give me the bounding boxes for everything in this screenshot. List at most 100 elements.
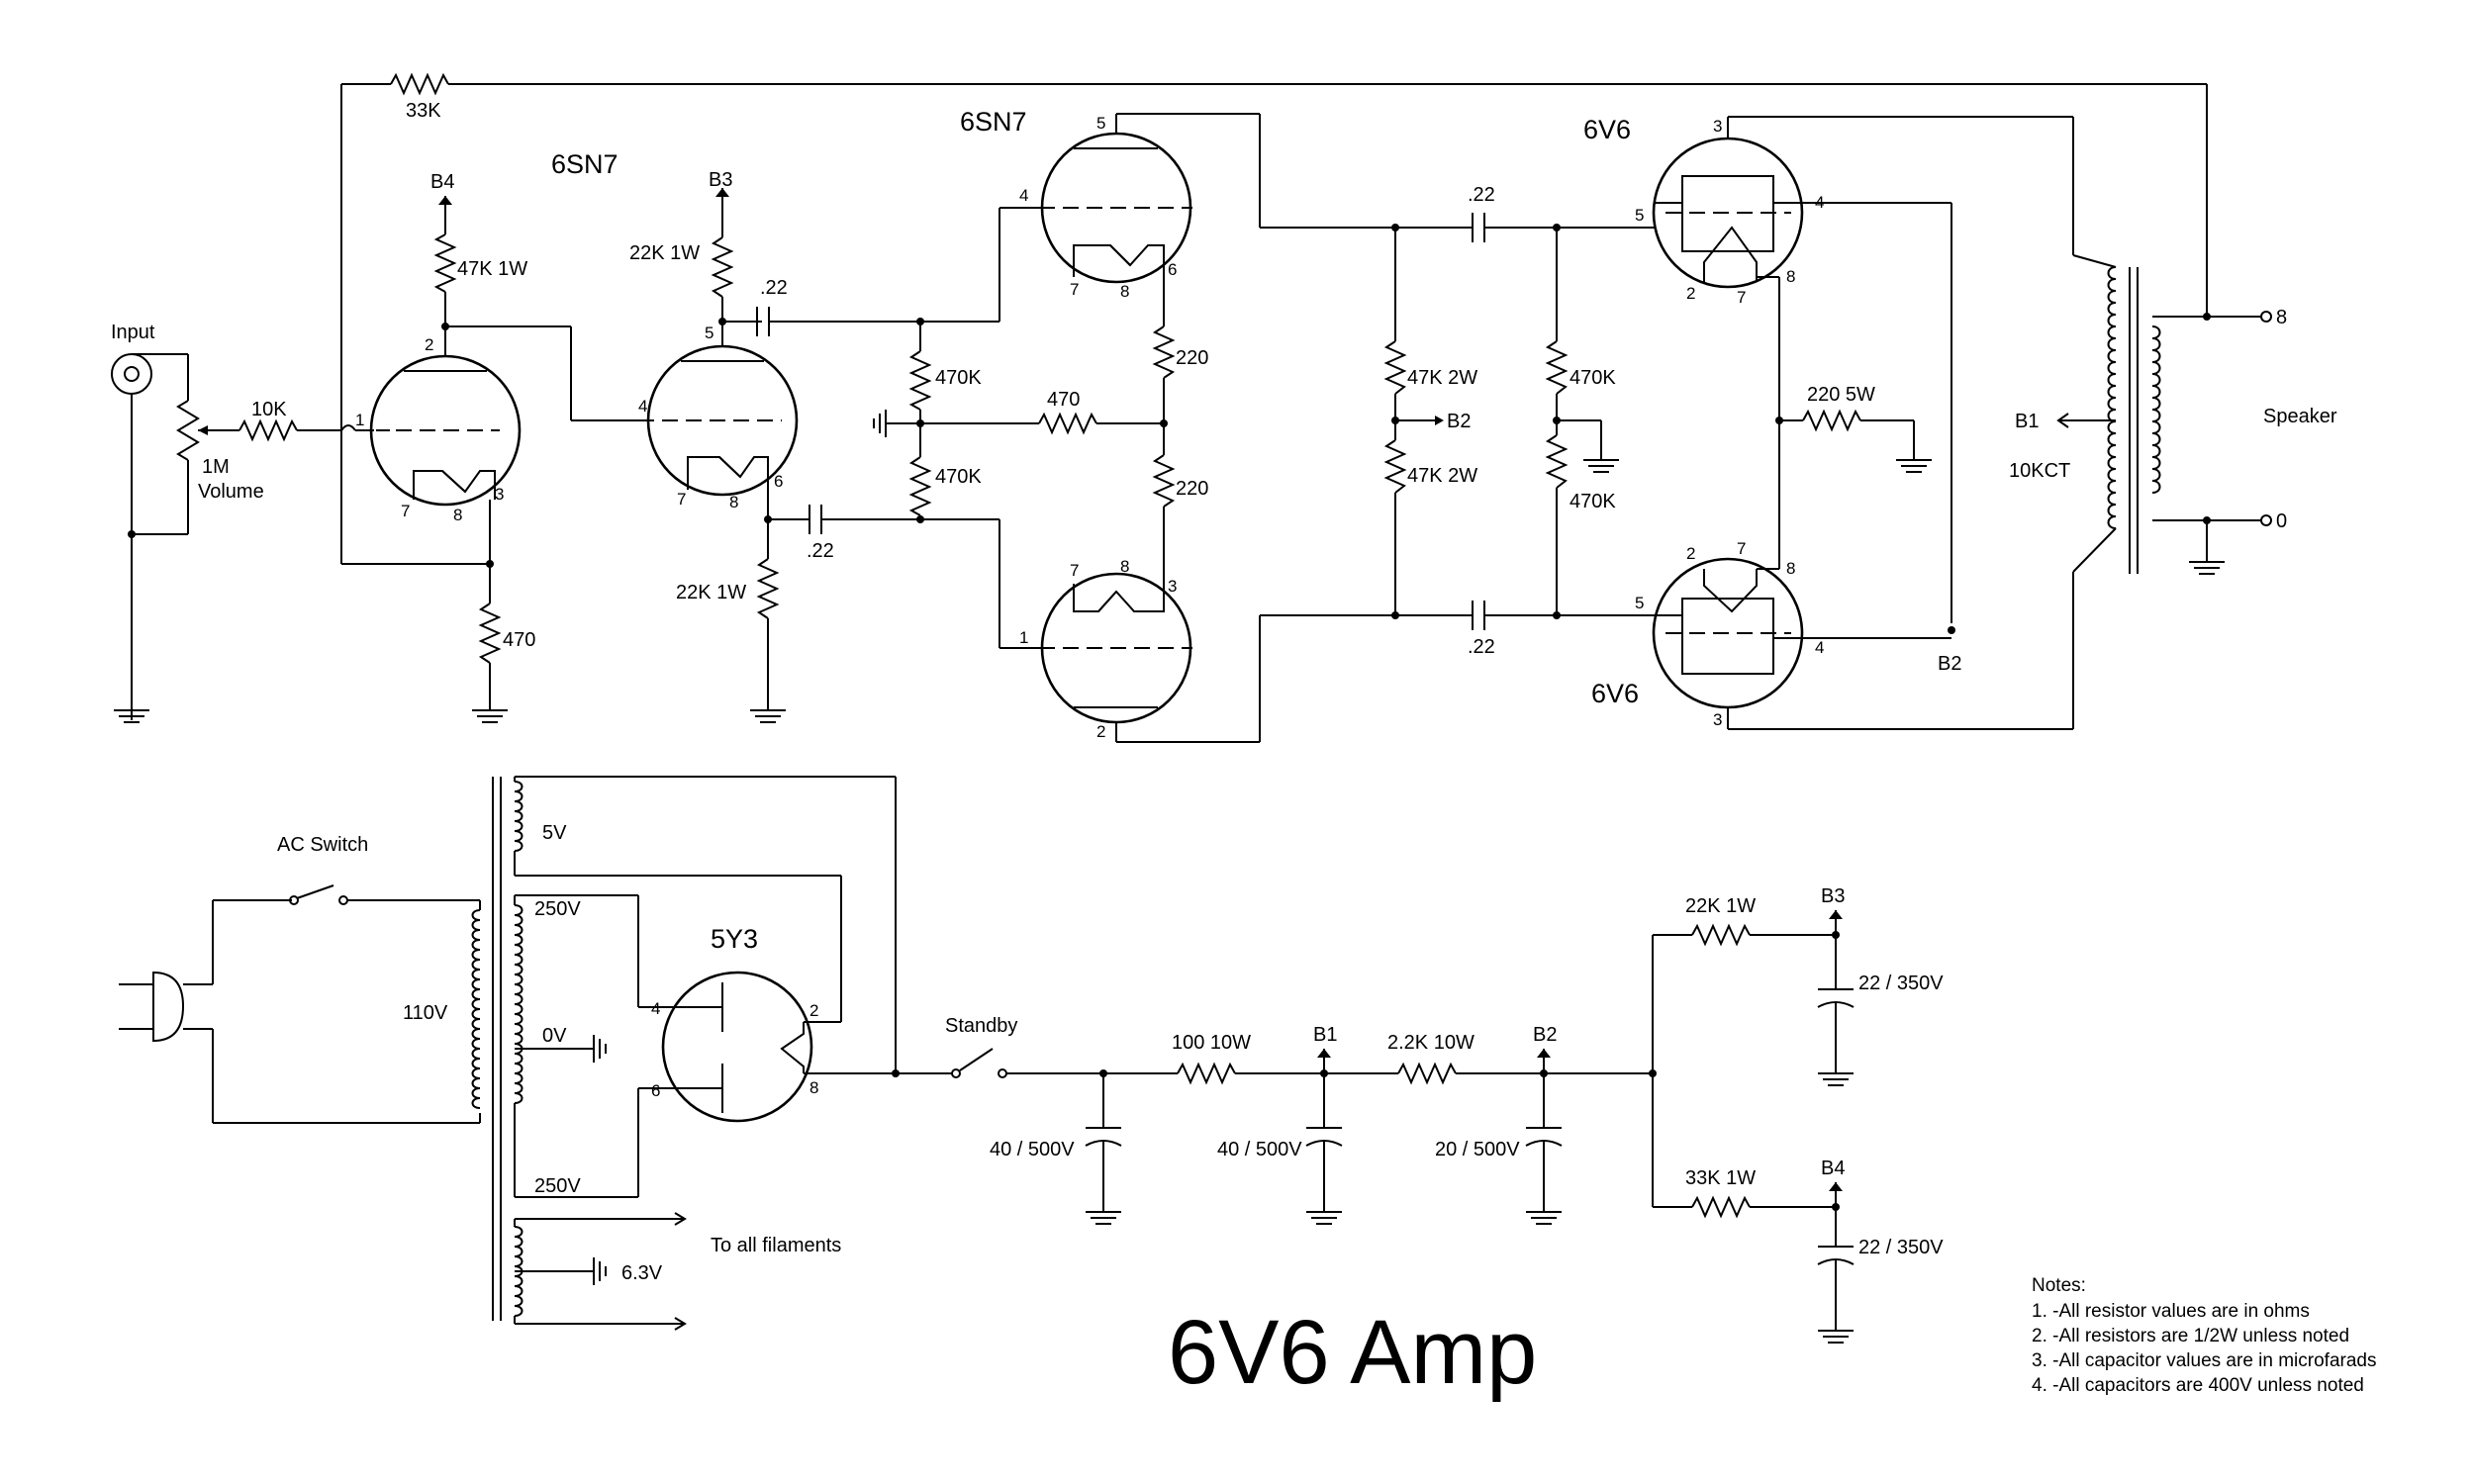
bias-resistors [1383,228,1444,615]
r-pi-tail-label: 470 [1047,389,1080,411]
notes-heading: Notes: [2032,1275,2086,1296]
tube-v1-label: 6SN7 [551,149,618,179]
pot-value: 1M [202,456,230,478]
pi-grid-resistors [873,322,1163,519]
b2-label-screen: B2 [1938,653,1961,675]
svg-text:4: 4 [651,999,660,1018]
cathode-resistor-output [1779,409,1932,473]
r-grid-top-label: 470K [1570,367,1616,389]
note-item: 1. -All resistor values are in ohms [2032,1301,2310,1322]
b4-label-ps: B4 [1821,1158,1845,1179]
r-grid-label: 10K [251,399,287,420]
tube-v3-label: 6V6 [1583,115,1631,144]
c-filter2-label: 40 / 500V [1217,1139,1302,1160]
tube-v1 [369,325,638,603]
b3-label-ps: B3 [1821,885,1845,907]
sec-0v-label: 0V [542,1025,567,1047]
c-filter1-label: 40 / 500V [990,1139,1075,1160]
svg-text:7: 7 [1737,539,1746,558]
resistor-10k [226,418,374,442]
r-supply4-label: 33K 1W [1685,1167,1756,1189]
b2-label-bias: B2 [1447,411,1471,432]
plate-resistor-v1 [433,196,457,326]
sec-250b-label: 250V [534,1175,581,1197]
r-bias2-label: 47K 2W [1407,465,1477,487]
output-transformer [2056,117,2272,729]
svg-text:2: 2 [1686,284,1695,303]
ac-switch [213,884,480,905]
sec-63-label: 6.3V [621,1262,663,1284]
svg-text:4: 4 [1815,638,1824,657]
svg-text:8: 8 [809,1078,818,1097]
r-cath2-label: 22K 1W [676,582,746,603]
svg-text:3: 3 [1713,710,1722,729]
r-supply1-label: 100 10W [1172,1032,1251,1054]
filter-caps [1085,910,1855,1344]
pot-name: Volume [198,481,264,503]
c-filter4-label: 22 / 350V [1858,973,1944,994]
svg-text:5: 5 [1635,206,1644,225]
cap-c1 [722,307,920,336]
svg-text:2: 2 [425,335,433,354]
svg-text:2: 2 [809,1001,818,1020]
tube-6v6-lower [1652,557,2073,730]
svg-text:7: 7 [1070,561,1079,580]
svg-text:5: 5 [705,324,714,342]
c-filter3-label: 20 / 500V [1435,1139,1520,1160]
ac-switch-label: AC Switch [277,834,368,856]
r-pi-g2-label: 470K [935,466,982,488]
ot-ct-label: 10KCT [2009,460,2070,482]
tube-rect-label: 5Y3 [711,924,758,954]
c3-label: .22 [1468,184,1495,206]
r-pi-g1-label: 470K [935,367,982,389]
svg-text:7: 7 [401,502,410,520]
svg-text:1: 1 [355,411,364,429]
r-pi-p1-label: 220 [1176,347,1208,369]
svg-text:7: 7 [1737,288,1746,307]
power-transformer [471,776,896,1331]
tube-5y3 [661,971,896,1123]
r-fb-label: 33K [406,100,441,122]
svg-text:7: 7 [677,490,686,509]
input-jack [111,353,188,720]
svg-text:1: 1 [1019,628,1028,647]
c1-label: .22 [760,277,788,299]
svg-text:8: 8 [1120,557,1129,576]
tube-v2-label: 6SN7 [960,107,1027,137]
r-plate2-label: 22K 1W [629,242,700,264]
r-supply2-label: 2.2K 10W [1387,1032,1475,1054]
svg-text:2: 2 [1096,722,1105,741]
cathode-resistor-v2 [750,519,786,723]
input-label: Input [111,322,155,343]
svg-text:8: 8 [729,493,738,511]
svg-text:8: 8 [1786,267,1795,286]
b4-label: B4 [430,171,454,193]
standby-switch [896,1048,1178,1078]
sec-5v-label: 5V [542,822,567,844]
standby-label: Standby [945,1015,1017,1037]
c2-label: .22 [807,540,834,562]
mains-label: 110V [403,1002,448,1024]
sec-250a-label: 250V [534,898,581,920]
r-grid-bot-label: 470K [1570,491,1616,512]
volume-pot [132,354,226,535]
svg-text:4: 4 [638,397,647,416]
svg-text:4: 4 [1019,186,1028,205]
r-bias1-label: 47K 2W [1407,367,1477,389]
cap-c4 [1395,601,1656,630]
ac-plug [119,900,481,1124]
svg-text:6: 6 [774,472,783,491]
svg-text:6: 6 [651,1081,660,1100]
tube-v4-label: 6V6 [1591,679,1639,708]
ground-symbol [114,709,149,723]
svg-text:6: 6 [1168,260,1177,279]
cap-c2 [768,505,999,534]
notes-block: Notes: 1. -All resistor values are in oh… [2032,1275,2376,1396]
r-plate1-label: 47K 1W [457,258,527,280]
tap-0-label: 0 [2276,510,2287,532]
note-item: 4. -All capacitors are 400V unless noted [2032,1375,2364,1396]
tube-pi-upper [1039,113,1395,326]
junction [128,530,136,538]
page-title: 6V6 Amp [1168,1302,1537,1403]
